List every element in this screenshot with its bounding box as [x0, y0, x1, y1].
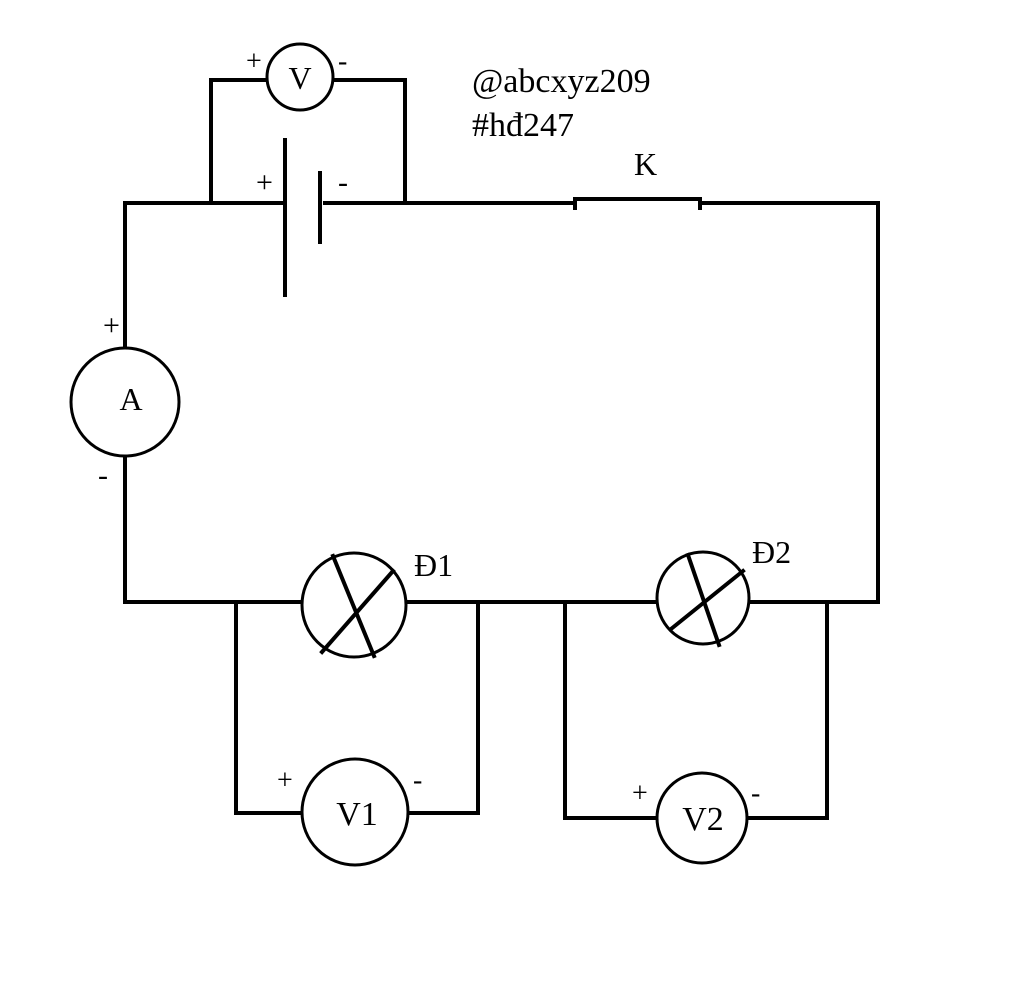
battery-plus-label: +: [256, 166, 273, 199]
circuit-wires: [123, 78, 880, 820]
voltmeter-source-minus: -: [338, 46, 347, 77]
voltmeter-source-plus: +: [246, 46, 262, 77]
lamp-2-icon: [655, 550, 751, 648]
ammeter-plus: +: [103, 309, 120, 342]
lamp-2-label: Đ2: [752, 534, 791, 570]
switch-label: K: [634, 146, 657, 182]
watermark-line-1: @abcxyz209: [472, 63, 651, 100]
ammeter-minus: -: [98, 459, 108, 492]
lamp-1-label: Đ1: [414, 547, 453, 583]
voltmeter-source-icon: [265, 42, 335, 112]
lamp-1-icon: [300, 551, 408, 659]
voltmeter-1-icon: [300, 757, 410, 867]
ammeter-icon: [69, 346, 181, 458]
voltmeter-1-minus: -: [413, 765, 422, 796]
voltmeter-2-label: V2: [682, 801, 724, 838]
battery-icon: [283, 138, 323, 297]
ammeter-label: A: [119, 381, 142, 417]
voltmeter-2-plus: +: [632, 778, 648, 809]
voltmeter-2-minus: -: [751, 778, 760, 809]
watermark-line-2: #hđ247: [472, 107, 574, 144]
voltmeter-2-icon: [655, 771, 749, 865]
voltmeter-source-label: V: [288, 60, 311, 96]
voltmeter-1-label: V1: [336, 796, 378, 833]
voltmeter-1-plus: +: [277, 765, 293, 796]
battery-minus-label: -: [338, 166, 348, 199]
